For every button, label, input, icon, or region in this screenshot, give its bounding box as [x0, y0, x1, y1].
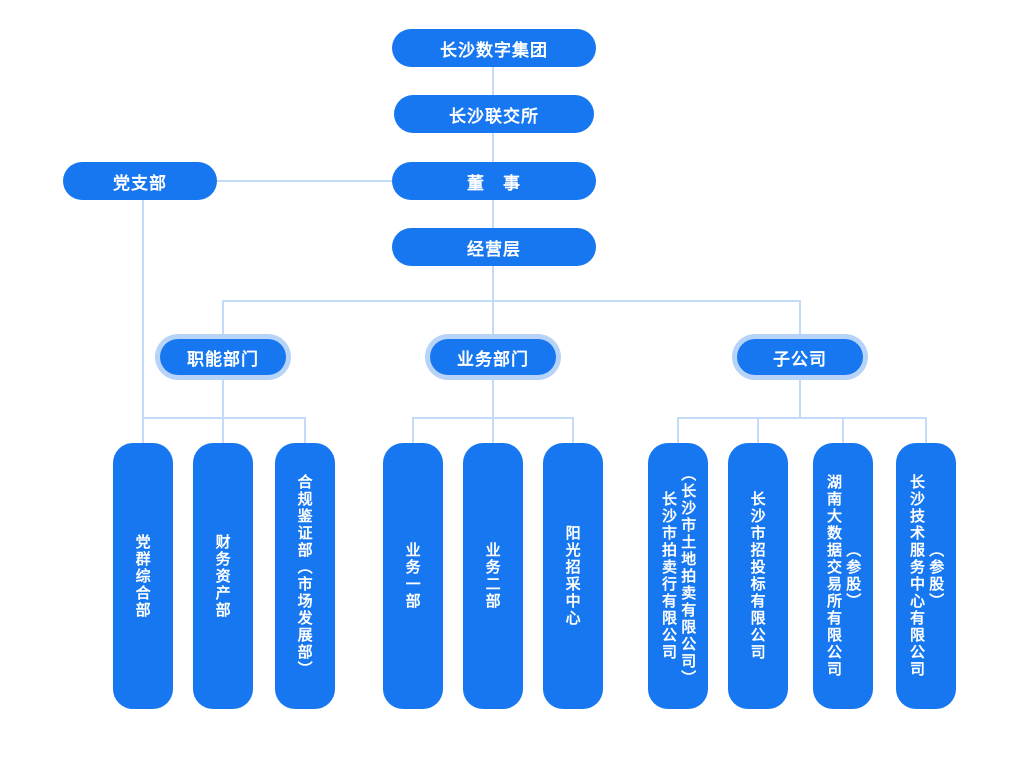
- connector-line: [222, 300, 224, 334]
- leaf-label-col: （长沙市土地拍卖有限公司）: [679, 465, 697, 687]
- leaf-label-col: 财务资产部: [213, 533, 231, 619]
- org-node-subsidiaries: 子公司: [732, 334, 868, 380]
- connector-line: [142, 417, 306, 419]
- leaf-label-col: 业务一部: [403, 542, 421, 610]
- org-node-label: 经营层: [467, 239, 521, 259]
- connector-line: [757, 417, 759, 443]
- org-leaf-finance-assets-dept: 财务资产部: [193, 443, 253, 709]
- org-node-board: 董 事: [392, 162, 596, 200]
- org-node-label: 职能部门: [160, 339, 286, 375]
- connector-line: [925, 417, 927, 443]
- connector-line: [222, 300, 801, 302]
- org-node-business-depts: 业务部门: [425, 334, 561, 380]
- leaf-label-col: 长沙市拍卖行有限公司: [660, 491, 677, 661]
- leaf-label-col: 业务二部: [483, 542, 501, 610]
- org-node-label: 党支部: [113, 173, 167, 193]
- connector-line: [492, 300, 494, 334]
- leaf-label-col: 阳光招采中心: [563, 525, 581, 627]
- connector-line: [492, 266, 494, 300]
- org-node-label: 长沙数字集团: [440, 40, 548, 60]
- org-node-management: 经营层: [392, 228, 596, 266]
- org-node-label: 董 事: [467, 173, 521, 193]
- org-leaf-sunshine-procurement-center: 阳光招采中心: [543, 443, 603, 709]
- connector-line: [799, 300, 801, 334]
- connector-line: [412, 417, 414, 443]
- connector-line: [492, 200, 494, 228]
- org-leaf-auction-house-co: 长沙市拍卖行有限公司 （长沙市土地拍卖有限公司）: [648, 443, 708, 709]
- org-node-group: 长沙数字集团: [392, 29, 596, 67]
- connector-line: [842, 417, 844, 443]
- connector-line: [492, 67, 494, 95]
- connector-line: [217, 180, 392, 182]
- leaf-label-col: （参股）: [927, 542, 945, 610]
- org-leaf-bidding-co: 长沙市招投标有限公司: [728, 443, 788, 709]
- connector-line: [492, 417, 494, 443]
- org-node-party-branch: 党支部: [63, 162, 217, 200]
- leaf-label-col: 长沙市招投标有限公司: [748, 491, 766, 661]
- org-node-label: 业务部门: [430, 339, 556, 375]
- org-leaf-business-dept-1: 业务一部: [383, 443, 443, 709]
- connector-line: [799, 380, 801, 417]
- connector-line: [492, 133, 494, 162]
- connector-line: [677, 417, 927, 419]
- org-node-label: 长沙联交所: [449, 106, 539, 126]
- connector-line: [304, 417, 306, 443]
- connector-line: [222, 417, 224, 443]
- connector-line: [492, 380, 494, 417]
- org-node-functional-depts: 职能部门: [155, 334, 291, 380]
- org-leaf-party-mass-dept: 党群综合部: [113, 443, 173, 709]
- leaf-label-col: （参股）: [844, 542, 862, 610]
- leaf-label-col: 长沙技术服务中心有限公司: [908, 474, 925, 678]
- connector-line: [142, 200, 144, 443]
- org-leaf-business-dept-2: 业务二部: [463, 443, 523, 709]
- connector-line: [222, 380, 224, 417]
- org-node-exchange: 长沙联交所: [394, 95, 594, 133]
- connector-line: [677, 417, 679, 443]
- leaf-label-col: 湖南大数据交易所有限公司: [825, 474, 842, 678]
- org-leaf-tech-service-center-co: 长沙技术服务中心有限公司 （参股）: [896, 443, 956, 709]
- connector-line: [572, 417, 574, 443]
- org-leaf-bigdata-exchange-co: 湖南大数据交易所有限公司 （参股）: [813, 443, 873, 709]
- org-leaf-compliance-dept: 合规鉴证部（市场发展部）: [275, 443, 335, 709]
- leaf-label-col: 党群综合部: [133, 533, 151, 619]
- leaf-label-col: 合规鉴证部（市场发展部）: [295, 474, 313, 678]
- org-node-label: 子公司: [737, 339, 863, 375]
